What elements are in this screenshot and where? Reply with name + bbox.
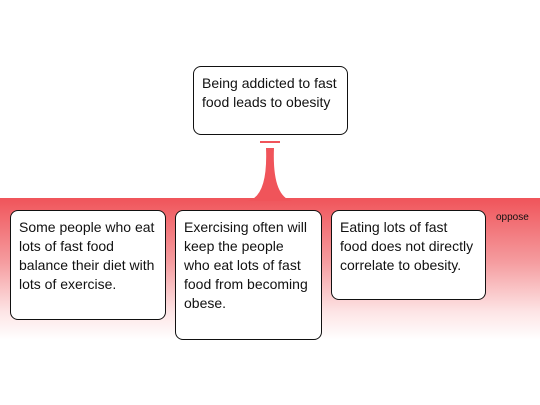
child-node-exercise-balance[interactable]: Some people who eat lots of fast food ba… (10, 210, 166, 320)
child-node-exercise-often[interactable]: Exercising often will keep the people wh… (175, 210, 322, 340)
group-label-oppose: oppose (496, 212, 529, 223)
group-connector-stem (248, 148, 292, 201)
root-node[interactable]: Being addicted to fast food leads to obe… (193, 66, 348, 135)
child-node-no-correlation[interactable]: Eating lots of fast food does not direct… (331, 210, 486, 300)
